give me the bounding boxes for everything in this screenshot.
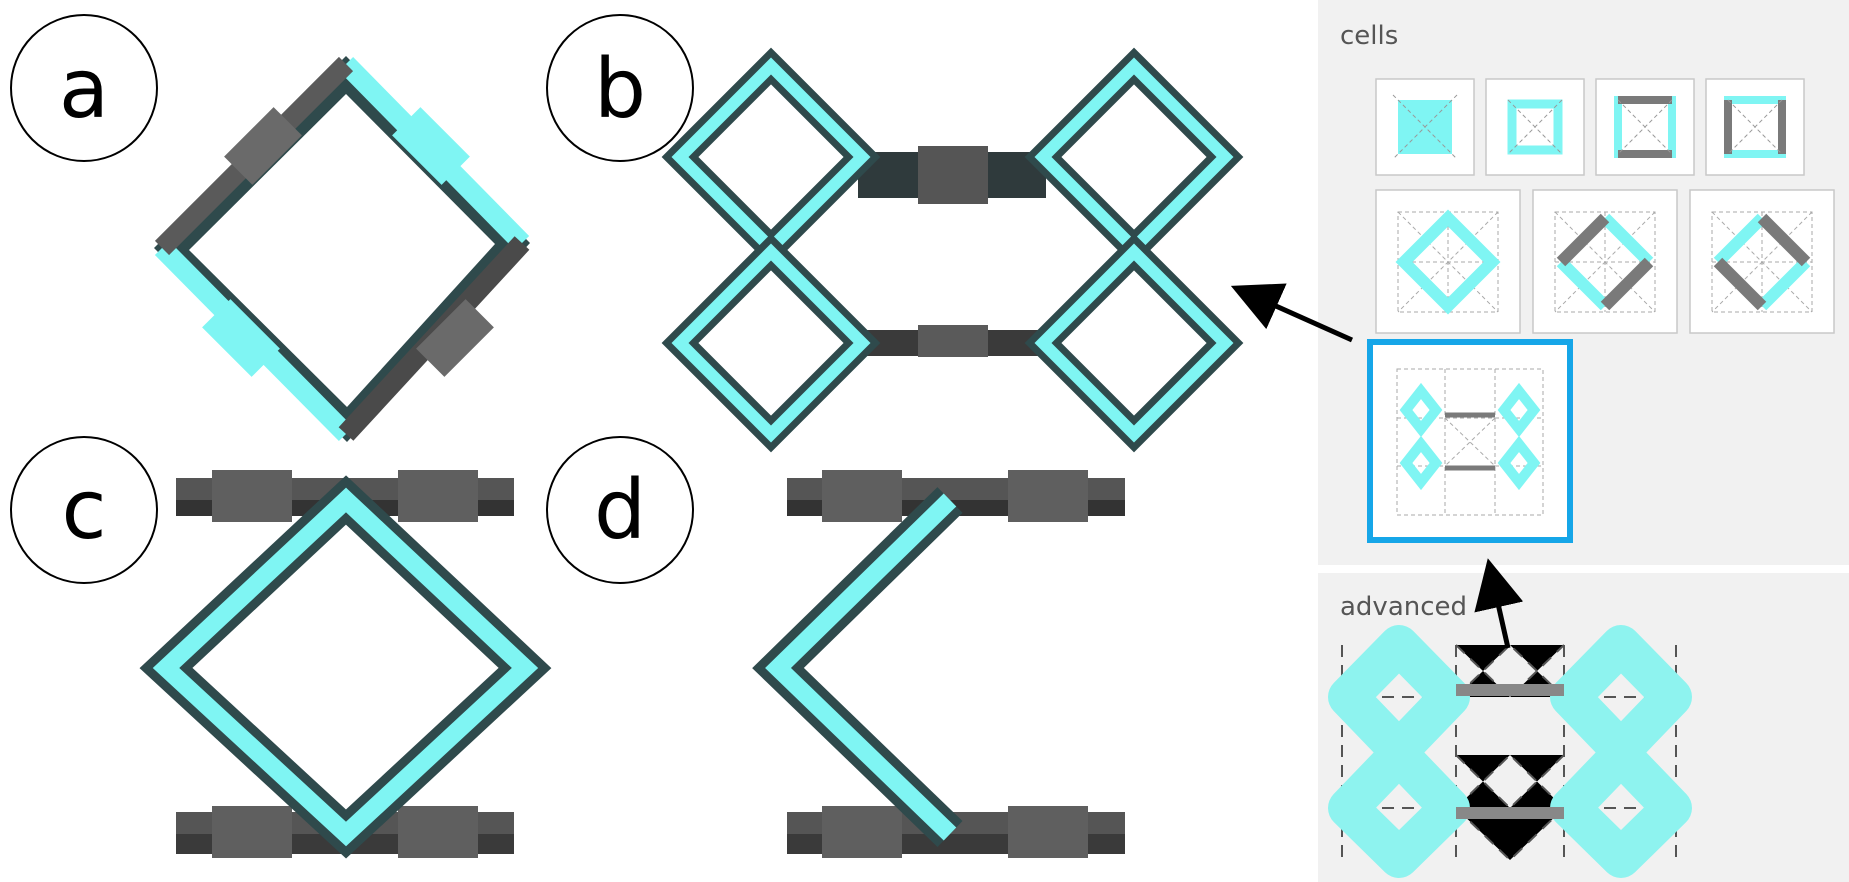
structure-d (752, 470, 1125, 858)
mixed-diamond-cell-icon-1 (1554, 211, 1656, 313)
structure-c (139, 470, 552, 859)
cell-tile-3[interactable] (1595, 78, 1695, 176)
cell-tile-5[interactable] (1375, 189, 1521, 334)
arrow-to-b (1230, 283, 1354, 343)
cell-tile-7[interactable] (1689, 189, 1835, 334)
label-c: c (10, 436, 158, 584)
advanced-left-ring (1328, 625, 1470, 878)
cell-tile-1[interactable] (1375, 78, 1475, 176)
diamond-b-bottom-left (661, 233, 881, 453)
cyan-frame-cell-icon (1507, 99, 1563, 155)
cell-tile-4[interactable] (1705, 78, 1805, 176)
advanced-right-ring (1550, 625, 1692, 878)
cell-tile-2[interactable] (1485, 78, 1585, 176)
structure-a (154, 56, 530, 442)
solid-square-cell-icon (1392, 94, 1458, 160)
advanced-composite-cell-icon (1396, 368, 1544, 516)
structure-b (661, 47, 1244, 453)
gray-horizontal-cell-icon (1614, 96, 1676, 158)
cyan-diamond-cell-icon (1395, 209, 1501, 315)
svg-text:b: b (594, 42, 646, 137)
svg-text:d: d (594, 463, 646, 558)
svg-text:c: c (61, 463, 106, 558)
diamond-b-top-right (1024, 47, 1244, 267)
cell-tile-selected[interactable] (1367, 339, 1573, 543)
advanced-diagram (1328, 625, 1692, 878)
label-d: d (546, 436, 694, 584)
diamond-b-bottom-right (1024, 233, 1244, 453)
svg-text:a: a (59, 42, 109, 137)
arrow-to-selected (1474, 558, 1524, 649)
plate-d-bottom (787, 806, 1125, 858)
cell-tile-6[interactable] (1532, 189, 1678, 334)
diamond-b-top-left (661, 47, 881, 267)
advanced-title: advanced (1340, 592, 1467, 622)
label-b: b (546, 14, 694, 162)
cells-title: cells (1340, 21, 1398, 51)
gray-vertical-cell-icon (1724, 96, 1786, 158)
mixed-diamond-cell-icon-2 (1711, 211, 1813, 313)
label-a: a (10, 14, 158, 162)
